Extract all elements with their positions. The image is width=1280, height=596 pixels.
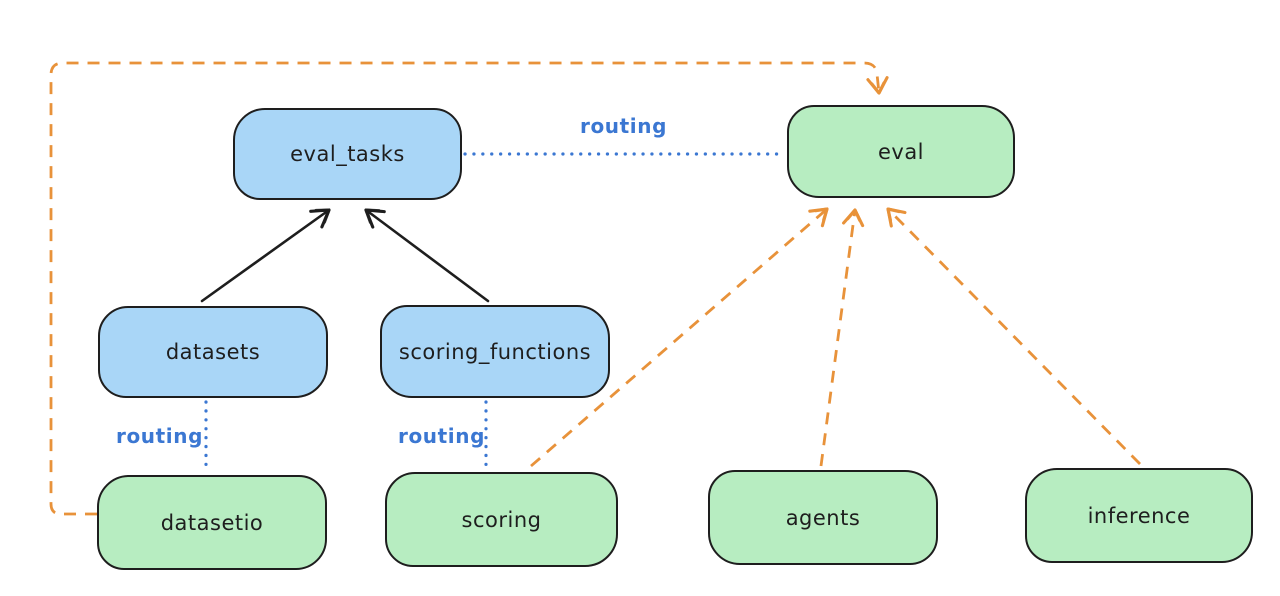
node-eval-label: eval bbox=[877, 139, 925, 164]
node-inference: inference bbox=[1025, 468, 1253, 563]
edge-label-routing-scoring-functions-scoring: routing bbox=[398, 424, 486, 448]
edge-agents-to-eval bbox=[819, 208, 865, 467]
edge-label-routing-eval-tasks-eval: routing bbox=[580, 114, 668, 138]
node-scoring-functions-label: scoring_functions bbox=[398, 339, 592, 364]
node-datasets-label: datasets bbox=[165, 340, 261, 364]
node-scoring-label: scoring bbox=[461, 507, 542, 532]
edge-inference-to-eval bbox=[886, 207, 1141, 465]
edge-label-routing-datasets-datasetio: routing bbox=[116, 424, 204, 448]
edge-datasetio-to-eval bbox=[49, 61, 889, 516]
node-agents-label: agents bbox=[785, 505, 861, 530]
node-agents: agents bbox=[708, 470, 938, 565]
node-datasetio: datasetio bbox=[97, 475, 327, 570]
edge-datasets-to-eval-tasks bbox=[200, 208, 331, 303]
edge-scoring-functions-to-eval-tasks bbox=[364, 208, 490, 303]
node-datasetio-label: datasetio bbox=[160, 510, 264, 535]
node-inference-label: inference bbox=[1087, 503, 1191, 528]
edge-scoring-to-eval bbox=[530, 207, 829, 468]
node-scoring-functions: scoring_functions bbox=[380, 305, 610, 398]
node-eval: eval bbox=[787, 105, 1015, 198]
node-scoring: scoring bbox=[385, 472, 618, 567]
node-datasets: datasets bbox=[98, 306, 328, 398]
node-eval-tasks-label: eval_tasks bbox=[290, 142, 405, 166]
node-eval-tasks: eval_tasks bbox=[233, 108, 462, 200]
